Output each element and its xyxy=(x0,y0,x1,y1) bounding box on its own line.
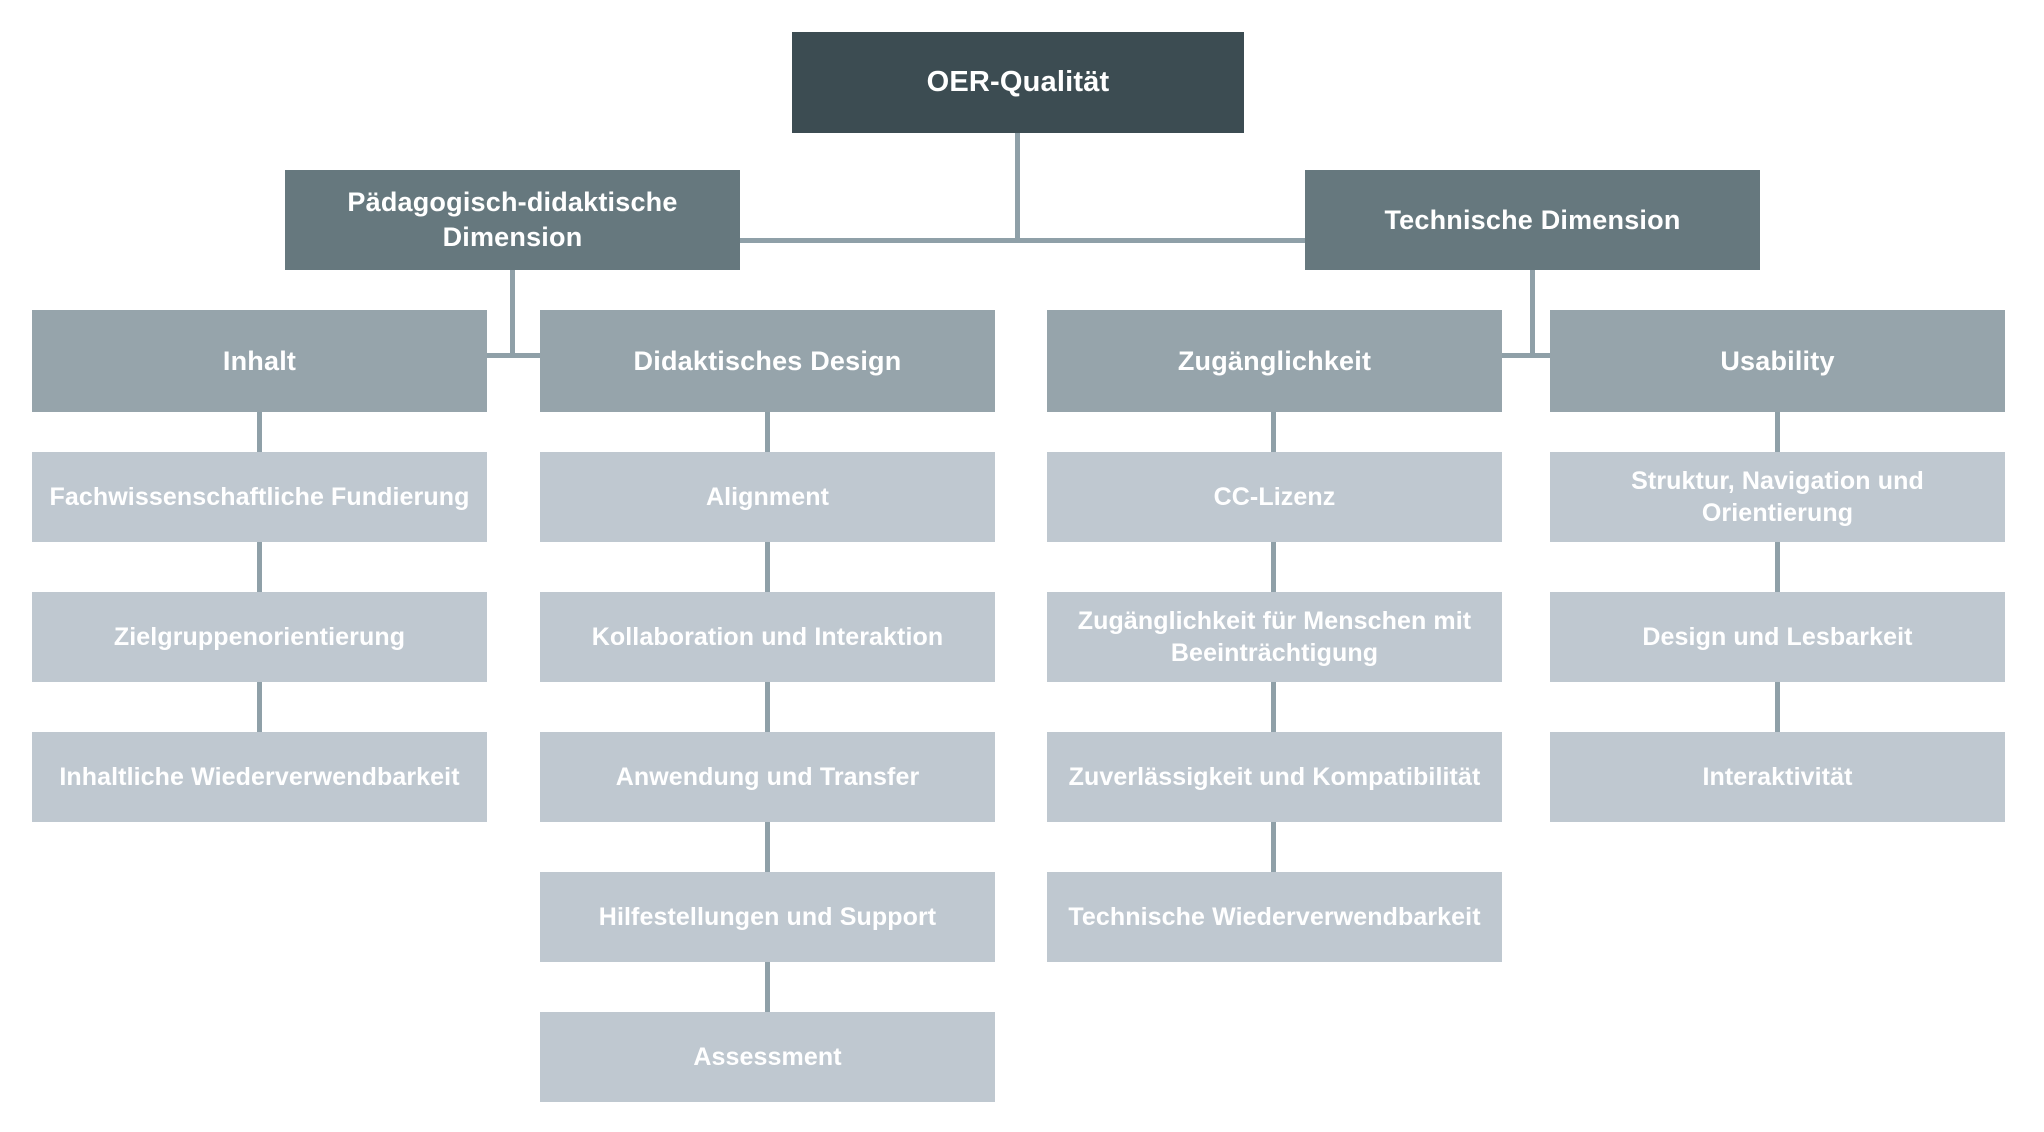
node-criterion-cc-lizenz[interactable]: CC-Lizenz xyxy=(1047,452,1502,542)
connector-pedagogical-bridge xyxy=(484,353,544,358)
node-criterion-alignment[interactable]: Alignment xyxy=(540,452,995,542)
node-criterion-design-und-lesbarkeit[interactable]: Design und Lesbarkeit xyxy=(1550,592,2005,682)
node-category-usability[interactable]: Usability xyxy=(1550,310,2005,412)
node-category-zugaenglichkeit[interactable]: Zugänglichkeit xyxy=(1047,310,1502,412)
node-criterion-zugaenglichkeit-beeintraechtigung[interactable]: Zugänglichkeit für Menschen mit Beeinträ… xyxy=(1047,592,1502,682)
connector-technical-bridge xyxy=(1497,353,1553,358)
node-criterion-anwendung-und-transfer[interactable]: Anwendung und Transfer xyxy=(540,732,995,822)
node-criterion-interaktivitaet[interactable]: Interaktivität xyxy=(1550,732,2005,822)
node-criterion-zielgruppenorientierung[interactable]: Zielgruppenorientierung xyxy=(32,592,487,682)
node-root-oer-qualitaet[interactable]: OER-Qualität xyxy=(792,32,1244,133)
connector-column-didaktisches-design-spine xyxy=(765,412,770,1034)
node-criterion-assessment[interactable]: Assessment xyxy=(540,1012,995,1102)
node-criterion-zuverlaessigkeit-und-kompatibilitaet[interactable]: Zuverlässigkeit und Kompatibilität xyxy=(1047,732,1502,822)
node-dimension-technisch[interactable]: Technische Dimension xyxy=(1305,170,1760,270)
node-category-inhalt[interactable]: Inhalt xyxy=(32,310,487,412)
connector-dimension-bar xyxy=(738,238,1308,243)
node-criterion-technische-wiederverwendbarkeit[interactable]: Technische Wiederverwendbarkeit xyxy=(1047,872,1502,962)
node-dimension-paedagogisch-didaktisch[interactable]: Pädagogisch-didaktische Dimension xyxy=(285,170,740,270)
connector-root-stem xyxy=(1015,133,1020,243)
node-criterion-kollaboration-und-interaktion[interactable]: Kollaboration und Interaktion xyxy=(540,592,995,682)
connector-technical-stem xyxy=(1530,270,1535,358)
node-criterion-hilfestellungen-und-support[interactable]: Hilfestellungen und Support xyxy=(540,872,995,962)
node-category-didaktisches-design[interactable]: Didaktisches Design xyxy=(540,310,995,412)
connector-pedagogical-stem xyxy=(510,270,515,358)
node-criterion-fachwissenschaftliche-fundierung[interactable]: Fachwissenschaftliche Fundierung xyxy=(32,452,487,542)
node-criterion-inhaltliche-wiederverwendbarkeit[interactable]: Inhaltliche Wiederverwendbarkeit xyxy=(32,732,487,822)
node-criterion-struktur-navigation-orientierung[interactable]: Struktur, Navigation und Orientierung xyxy=(1550,452,2005,542)
